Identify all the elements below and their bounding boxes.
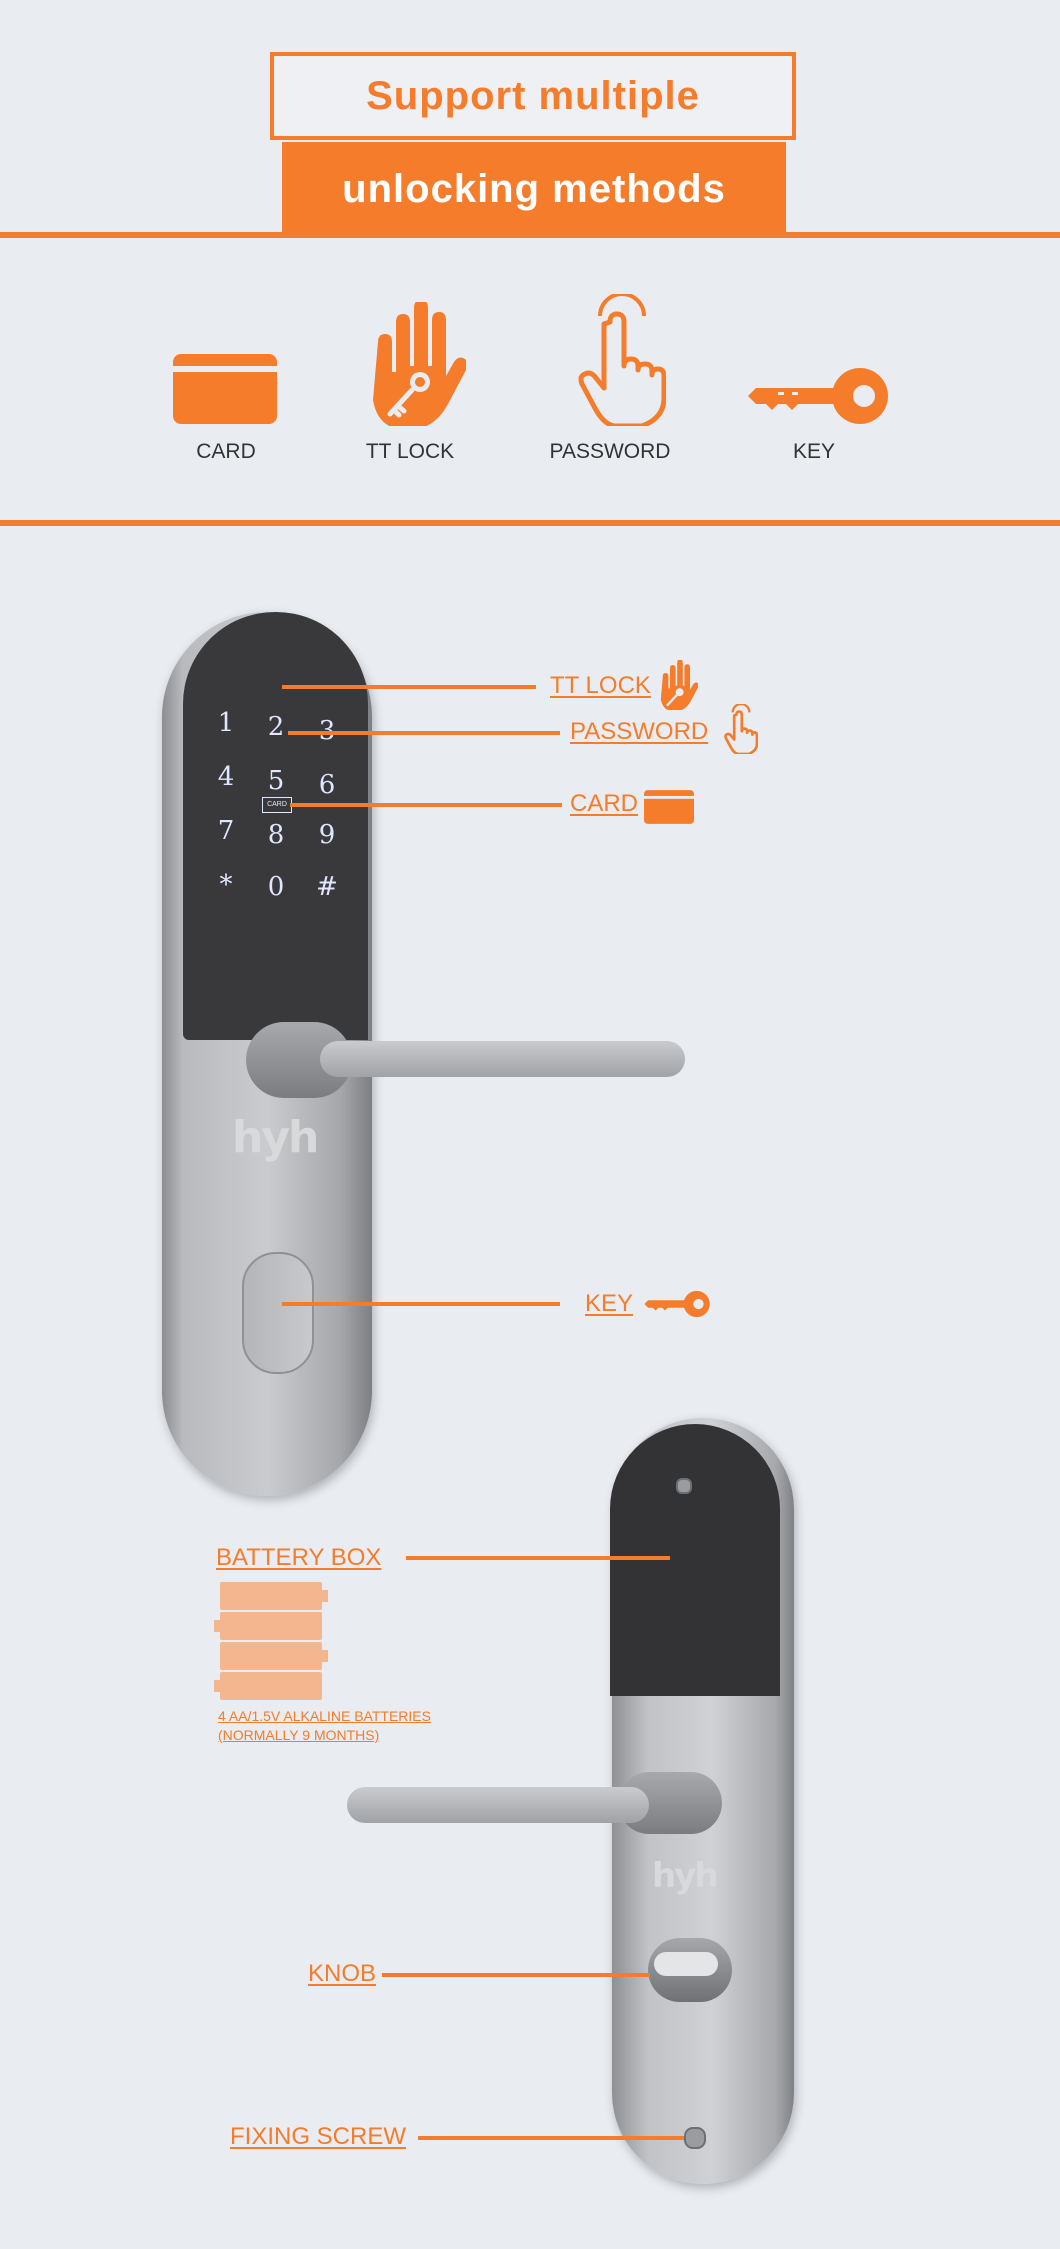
battery-cover-screw bbox=[676, 1478, 692, 1494]
front-keypad-panel bbox=[183, 612, 368, 1040]
fixing-screw-head bbox=[684, 2127, 706, 2149]
fixing-screw-callout-line bbox=[418, 2136, 684, 2140]
thumb-turn-bar bbox=[654, 1952, 718, 1976]
key-4: 4 bbox=[217, 762, 235, 792]
title-line-2: unlocking methods bbox=[342, 166, 726, 211]
key-1: 1 bbox=[217, 708, 235, 738]
battery-note-line-1: 4 AA/1.5V ALKALINE BATTERIES bbox=[218, 1708, 431, 1724]
fixing-screw-callout-label: FIXING SCREW bbox=[230, 2123, 407, 2150]
finger-touch-icon bbox=[562, 292, 667, 431]
key-9: 9 bbox=[318, 820, 336, 850]
ttlock-callout-line bbox=[282, 685, 536, 689]
key-2: 2 bbox=[267, 712, 285, 742]
card-reader-mark: CARD bbox=[262, 797, 292, 813]
card-callout-label: CARD bbox=[570, 790, 639, 817]
key-7: 7 bbox=[217, 816, 235, 846]
key-0: 0 bbox=[267, 872, 285, 902]
key-icon bbox=[748, 366, 892, 431]
finger-touch-small-icon bbox=[718, 702, 759, 759]
card-small-icon bbox=[644, 790, 694, 829]
title-band: unlocking methods bbox=[282, 142, 786, 236]
back-logo: hyh bbox=[652, 1856, 719, 1896]
knob-callout-label: KNOB bbox=[308, 1960, 377, 1987]
palm-key-small-icon bbox=[658, 659, 699, 715]
title-box: Support multiple bbox=[270, 52, 796, 140]
password-callout-line bbox=[288, 731, 560, 735]
title-line-1: Support multiple bbox=[366, 73, 700, 118]
battery-box-callout-label: BATTERY BOX bbox=[216, 1544, 382, 1571]
methods-divider bbox=[0, 520, 1060, 526]
key-5: 5 bbox=[267, 766, 285, 796]
key-hash: # bbox=[316, 872, 338, 902]
battery-box-cover bbox=[610, 1424, 780, 1696]
front-logo: hyh bbox=[232, 1112, 319, 1163]
knob-callout-line bbox=[382, 1973, 650, 1977]
battery-note-line-2: (NORMALLY 9 MONTHS) bbox=[218, 1727, 380, 1743]
key-star: * bbox=[219, 870, 233, 900]
card-icon bbox=[173, 354, 277, 429]
front-lever-handle bbox=[320, 1041, 685, 1077]
key-8: 8 bbox=[267, 820, 285, 850]
card-callout-line bbox=[290, 803, 562, 807]
method-label-password: PASSWORD bbox=[549, 440, 671, 463]
key-small-icon bbox=[644, 1290, 712, 1323]
front-key-cylinder bbox=[242, 1252, 314, 1374]
battery-box-callout-line bbox=[406, 1556, 670, 1560]
key-callout-line bbox=[282, 1302, 560, 1306]
back-lever-handle bbox=[347, 1787, 649, 1823]
key-6: 6 bbox=[318, 770, 336, 800]
method-label-ttlock: TT LOCK bbox=[365, 440, 455, 463]
method-label-card: CARD bbox=[196, 440, 256, 463]
battery-stack-icon bbox=[214, 1582, 334, 1702]
password-callout-label: PASSWORD bbox=[570, 718, 709, 745]
palm-key-icon bbox=[366, 300, 468, 431]
ttlock-callout-label: TT LOCK bbox=[550, 672, 651, 699]
method-label-key: KEY bbox=[792, 440, 836, 463]
key-callout-label: KEY bbox=[585, 1290, 634, 1317]
